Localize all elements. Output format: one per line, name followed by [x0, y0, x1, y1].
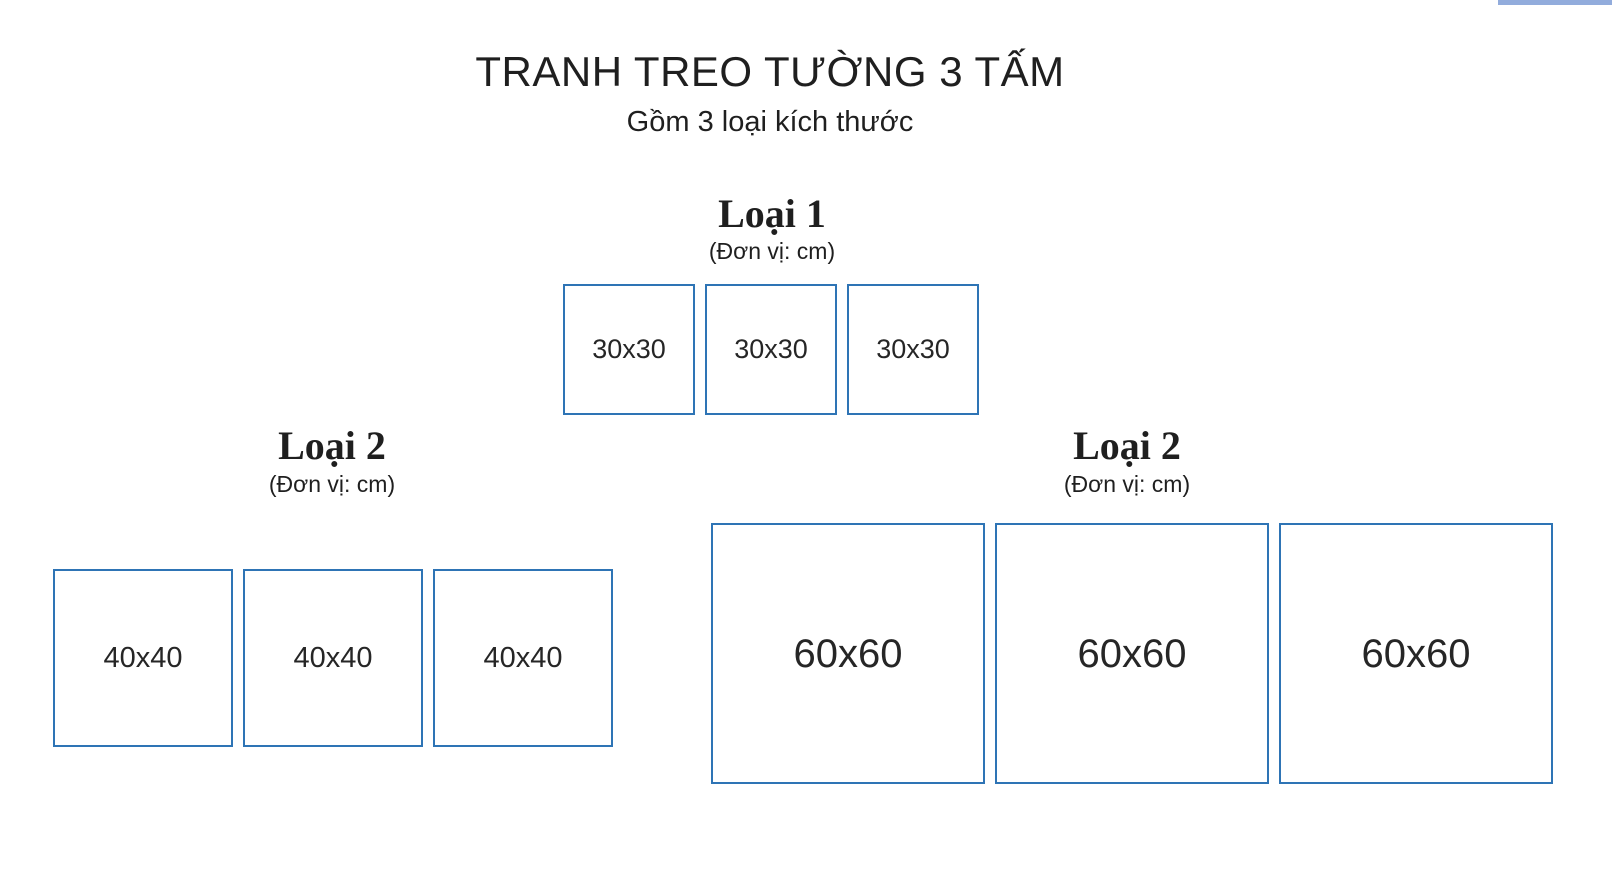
frame-size-label: 40x40: [103, 641, 183, 674]
section-1-unit-note: (Đơn vị: cm): [708, 238, 836, 264]
frame-size-label: 60x60: [1361, 631, 1471, 676]
section-2-heading: Loại 2: [278, 423, 386, 468]
frame-30x30: 30x30: [847, 284, 979, 415]
section-1-frames-row: 30x30 30x30 30x30: [563, 284, 979, 415]
frame-40x40: 40x40: [53, 569, 233, 747]
top-right-accent-strip: [1498, 0, 1612, 5]
frame-60x60: 60x60: [1279, 523, 1553, 784]
section-2-frames-row: 40x40 40x40 40x40: [53, 569, 613, 747]
section-3-frames-row: 60x60 60x60 60x60: [711, 523, 1553, 784]
frame-size-label: 40x40: [293, 641, 373, 674]
frame-size-label: 30x30: [734, 334, 808, 364]
section-3-unit-note: (Đơn vị: cm): [1063, 471, 1191, 497]
frame-30x30: 30x30: [705, 284, 837, 415]
frame-40x40: 40x40: [243, 569, 423, 747]
frame-size-label: 30x30: [592, 334, 666, 364]
frame-size-label: 60x60: [793, 631, 903, 676]
frame-30x30: 30x30: [563, 284, 695, 415]
section-2-unit-note: (Đơn vị: cm): [268, 471, 396, 497]
frame-60x60: 60x60: [995, 523, 1269, 784]
frame-size-label: 40x40: [483, 641, 563, 674]
frame-60x60: 60x60: [711, 523, 985, 784]
page-subtitle: Gồm 3 loại kích thước: [626, 106, 914, 139]
frame-size-label: 60x60: [1077, 631, 1187, 676]
section-3-heading: Loại 2: [1073, 423, 1181, 468]
title-block: TRANH TREO TƯỜNG 3 TẤM Gồm 3 loại kích t…: [0, 48, 1540, 139]
frame-size-label: 30x30: [876, 334, 950, 364]
page-title: TRANH TREO TƯỜNG 3 TẤM: [475, 48, 1065, 95]
section-1-heading: Loại 1: [718, 191, 826, 236]
frame-40x40: 40x40: [433, 569, 613, 747]
